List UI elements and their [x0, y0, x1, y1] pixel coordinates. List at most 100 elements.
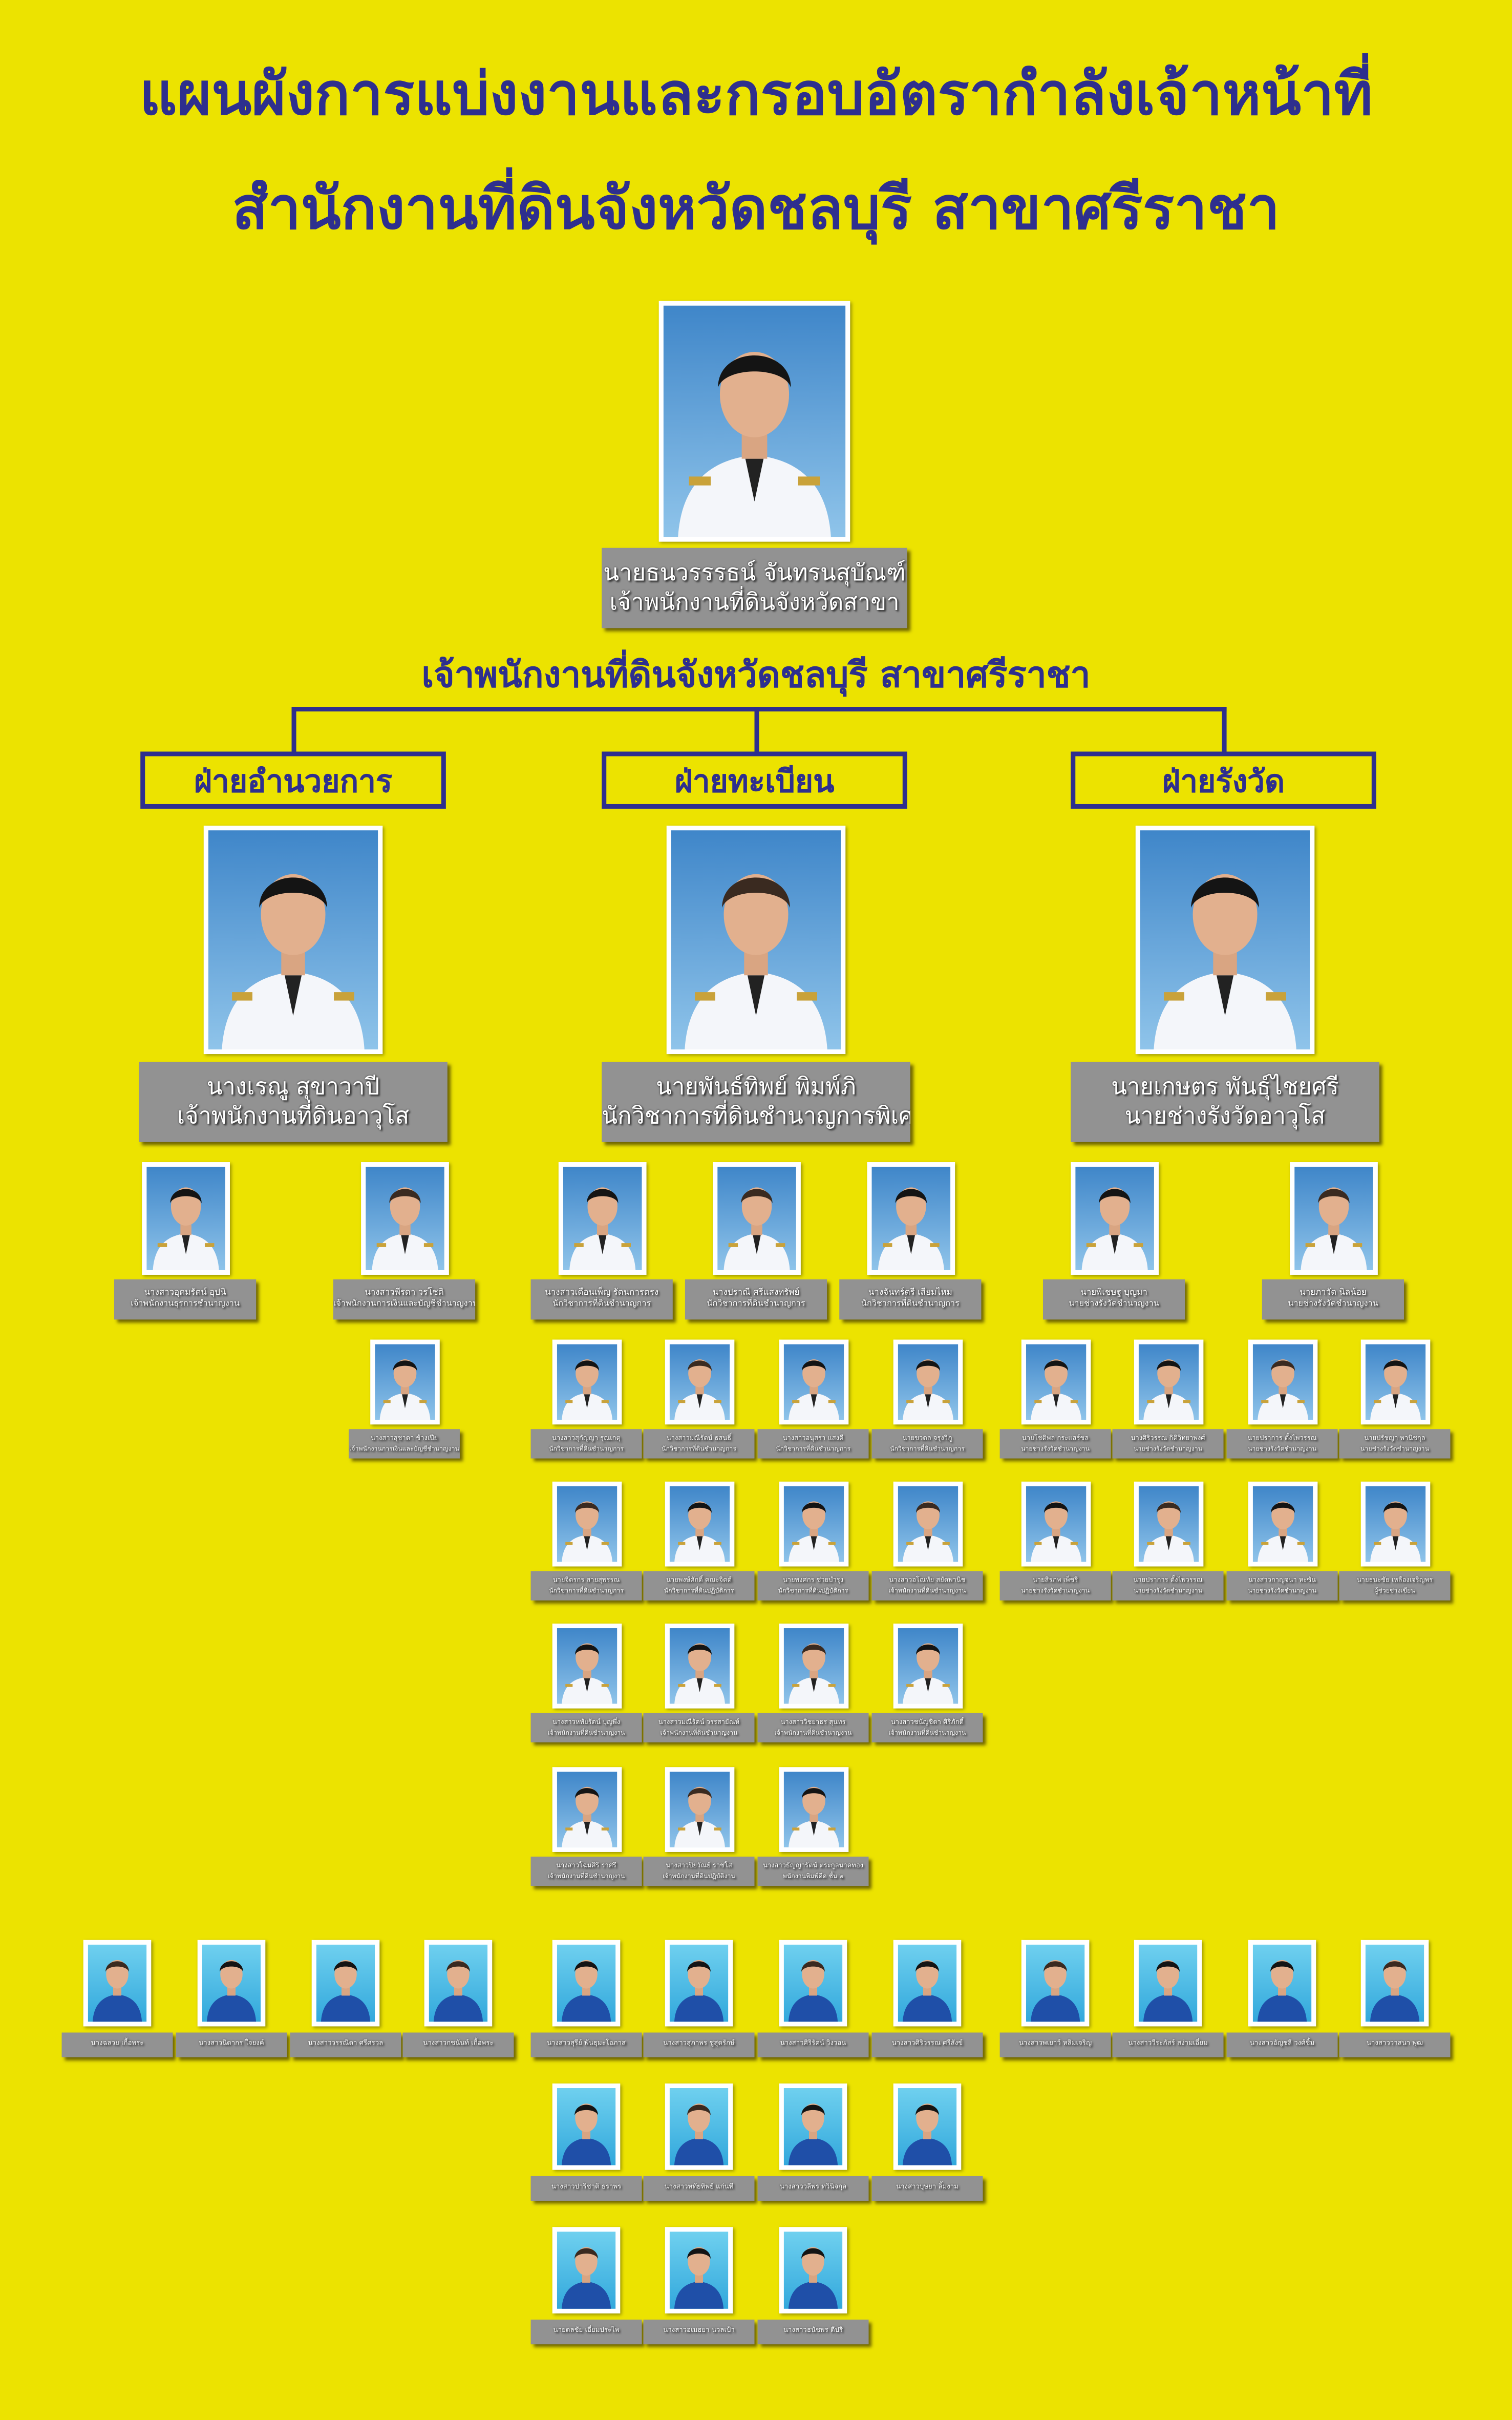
department-head-admin-photo	[203, 826, 383, 1055]
person-name: นายธนะชัย เหลืองเจริญพร	[1356, 1577, 1433, 1586]
staff-card-registration-photo	[866, 1162, 954, 1275]
staff-card-survey-photo	[1247, 1339, 1317, 1425]
person-position: นักวิชาการที่ดินชำนาญการ	[890, 1444, 965, 1452]
support-staff-card-right-label: นางสาววีระภัสร์ สง่ามเอี่ยม	[1112, 2032, 1224, 2057]
person-position: เจ้าพนักงานที่ดินชำนาญงาน	[547, 1871, 625, 1880]
person-position: นายช่างรังวัดอาวุโส	[1124, 1102, 1326, 1130]
support-staff-card-middle-label: นางสาวศิริรัตน์ วิงวอน	[757, 2032, 869, 2057]
department-head-admin-label: นางเรณู สุขาวาปีเจ้าพนักงานที่ดินอาวุโส	[139, 1062, 448, 1142]
person-position: นักวิชาการที่ดินชำนาญการ	[861, 1299, 960, 1309]
staff-card-registration-photo	[778, 1339, 848, 1425]
department-head-registration-photo	[666, 826, 846, 1055]
person-name: นางสาวอุดมรัตน์ อุปนิ	[144, 1289, 226, 1298]
support-staff-card-middle-label: นางสาวหทัยทิพย์ แก่นที	[643, 2176, 755, 2201]
person-name: นางจันทร์ตรี เสียมไหม	[868, 1289, 952, 1298]
person-position: นายช่างรังวัดชำนาญงาน	[1360, 1444, 1430, 1452]
support-staff-card-right-photo	[1134, 1940, 1202, 2027]
support-staff-card-middle-photo	[665, 2083, 733, 2170]
person-position: นายช่างรังวัดชำนาญงาน	[1288, 1299, 1378, 1309]
staff-card-registration-photo	[712, 1162, 800, 1275]
connector-survey	[1222, 707, 1227, 753]
support-staff-card-left-photo	[83, 1940, 152, 2027]
person-position: เจ้าพนักงานที่ดินจังหวัดสาขา	[609, 588, 900, 616]
staff-card-registration-label: นางสาวโฉมศิริ ราศรีเจ้าพนักงานที่ดินชำนา…	[530, 1856, 642, 1886]
person-name: นางสาวศิริรัตน์ วิงวอน	[780, 2040, 846, 2049]
person-name: นางสาวมณีรัตน์ วรรสายัณห์	[658, 1719, 740, 1728]
staff-card-survey-label: นายพิเชษฐ บุญมานายช่างรังวัดชำนาญงาน	[1042, 1279, 1185, 1320]
person-position: นักวิชาการที่ดินชำนาญการ	[707, 1299, 805, 1309]
staff-card-registration-label: นางสาวมณีรัตน์ ธสนธิ์นักวิชาการที่ดินชำน…	[643, 1429, 755, 1459]
person-position: นักวิชาการที่ดินชำนาญการ	[549, 1586, 624, 1594]
staff-card-registration-label: นายจิตรกร สายสุพรรณนักวิชาการที่ดินชำนาญ…	[530, 1571, 642, 1601]
support-staff-card-right-photo	[1021, 1940, 1090, 2027]
staff-card-survey-photo	[1070, 1162, 1158, 1275]
person-position: เจ้าพนักงานที่ดินชำนาญงาน	[547, 1728, 625, 1736]
person-position: นายช่างรังวัดชำนาญงาน	[1134, 1444, 1203, 1452]
staff-card-admin-label: นางสาวพีรดา วรโชติเจ้าพนักงานการเงินและบ…	[333, 1279, 476, 1320]
staff-card-registration-label: นายขวดล จรุงวิภูนักวิชาการที่ดินชำนาญการ	[871, 1429, 983, 1459]
person-position: นายช่างรังวัดชำนาญงาน	[1134, 1586, 1203, 1594]
staff-card-survey-label: นายภาวัต นิลน้อยนายช่างรังวัดชำนาญงาน	[1262, 1279, 1404, 1320]
staff-card-admin-photo	[360, 1162, 449, 1275]
person-position: เจ้าพนักงานที่ดินอาวุโส	[177, 1102, 410, 1130]
staff-card-survey-photo	[1020, 1481, 1090, 1567]
staff-card-registration-label: นางปราณี ศรีแสงทรัพย์นักวิชาการที่ดินชำน…	[685, 1279, 827, 1320]
person-name: นางสาวอัญชลี วงศ์ชิ้ม	[1249, 2040, 1315, 2049]
support-staff-card-middle-label: นางสาววลีพร ทวินิจกุล	[757, 2176, 869, 2201]
person-name: นางสาวมณีรัตน์ ธสนธิ์	[666, 1436, 732, 1444]
person-name: นายพงษ์ศักดิ์ คณะจิตต์	[666, 1577, 732, 1586]
person-position: นายช่างรังวัดชำนาญงาน	[1248, 1444, 1317, 1452]
support-staff-card-middle-label: นางสาวปาริชาติ ธราพร	[530, 2176, 642, 2201]
person-position: เจ้าพนักงานที่ดินชำนาญงาน	[888, 1728, 966, 1736]
person-name: นางสาวอนุสรา แสงดี	[782, 1436, 844, 1444]
staff-card-survey-label: นายปราการ ตั้งไพวรรณนายช่างรังวัดชำนาญงา…	[1226, 1429, 1338, 1459]
staff-card-survey-photo	[1133, 1339, 1203, 1425]
person-name: นางเรณู สุขาวาปี	[206, 1072, 380, 1101]
person-position: เจ้าพนักงานการเงินและบัญชีชำนาญงาน	[333, 1299, 476, 1309]
support-staff-card-middle-photo	[552, 2083, 621, 2170]
person-name: นางสาวเดือนเพ็ญ รัตนการตรง	[545, 1289, 659, 1298]
staff-card-registration-photo	[664, 1623, 734, 1709]
staff-card-registration-label: นายพงศกร ช่วยบำรุงนักวิชาการที่ดินปฏิบัต…	[757, 1571, 869, 1601]
person-name: นายพิเชษฐ บุญมา	[1080, 1289, 1147, 1298]
person-name: นางสาวปิยวัณย์ ราชโส	[666, 1863, 732, 1871]
staff-card-survey-photo	[1289, 1162, 1377, 1275]
person-position: นายช่างรังวัดชำนาญงาน	[1069, 1299, 1159, 1309]
staff-card-registration-photo	[892, 1339, 962, 1425]
person-position: นายช่างรังวัดชำนาญงาน	[1021, 1586, 1090, 1594]
person-name: นายพันธ์ทิพย์ พิมพ์ภิ	[656, 1072, 856, 1101]
person-name: นายสิรภพ เพ็ชรี	[1032, 1577, 1078, 1586]
support-staff-card-left-label: นางฉลวย เกื้อพระ	[61, 2032, 173, 2057]
person-name: นางสาววาสนา พุฒ	[1366, 2040, 1423, 2049]
person-name: นางฉลวย เกื้อพระ	[91, 2040, 144, 2049]
staff-card-survey-label: นายโชติพล กระแสร์ชลนายช่างรังวัดชำนาญงาน	[999, 1429, 1111, 1459]
staff-card-registration-photo	[558, 1162, 646, 1275]
poster-title-line2: สำนักงานที่ดินจังหวัดชลบุรี สาขาศรีราชา	[232, 174, 1280, 243]
staff-card-registration-photo	[664, 1339, 734, 1425]
department-box-registration: ฝ่ายทะเบียน	[602, 751, 907, 809]
person-name: นางสาวปาริชาติ ธราพร	[551, 2184, 622, 2192]
staff-card-registration-photo	[892, 1481, 962, 1567]
person-name: นายพงศกร ช่วยบำรุง	[782, 1577, 844, 1586]
person-position: นายช่างรังวัดชำนาญงาน	[1021, 1444, 1090, 1452]
staff-card-survey-photo	[1020, 1339, 1090, 1425]
support-staff-card-middle-label: นางสาวศิริวรรณ ศรีสังข์	[871, 2032, 983, 2057]
support-staff-card-middle-label: นางสาวสุภาพร ชูสุดรักษ์	[643, 2032, 755, 2057]
poster-title-line1: แผนผังการแบ่งงานและกรอบอัตรากำลังเจ้าหน้…	[139, 60, 1373, 129]
staff-card-survey-photo	[1360, 1339, 1430, 1425]
support-staff-card-middle-photo	[779, 2227, 847, 2313]
person-position: นักวิชาการที่ดินปฏิบัติการ	[778, 1586, 848, 1594]
support-staff-card-right-label: นางสาวอัญชลี วงศ์ชิ้ม	[1226, 2032, 1338, 2057]
person-position: นักวิชาการที่ดินปฏิบัติการ	[664, 1586, 734, 1594]
staff-card-registration-photo	[664, 1767, 734, 1852]
staff-card-registration-label: นางสาวสุกัญญา รุณเกตุนักวิชาการที่ดินชำน…	[530, 1429, 642, 1459]
support-staff-card-middle-label: นางสาวบุษยา ลิ้มงาม	[871, 2176, 983, 2201]
person-name: นางสาววลีพร ทวินิจกุล	[779, 2184, 847, 2192]
support-staff-card-middle-photo	[893, 1940, 962, 2027]
support-staff-card-middle-label: นายดลชัย เอี่ยมประไพ	[530, 2319, 642, 2345]
support-staff-card-middle-photo	[893, 2083, 962, 2170]
staff-card-survey-photo	[1133, 1481, 1203, 1567]
support-staff-card-left-label: นางสาวกชนันท์ เกื้อพระ	[402, 2032, 514, 2057]
person-name: นางสาวธนัชพร ดีปรี	[783, 2327, 843, 2335]
staff-card-admin-label: นางสาวสุชาดา ช้างเปียเจ้าพนักงานการเงินแ…	[349, 1429, 460, 1459]
